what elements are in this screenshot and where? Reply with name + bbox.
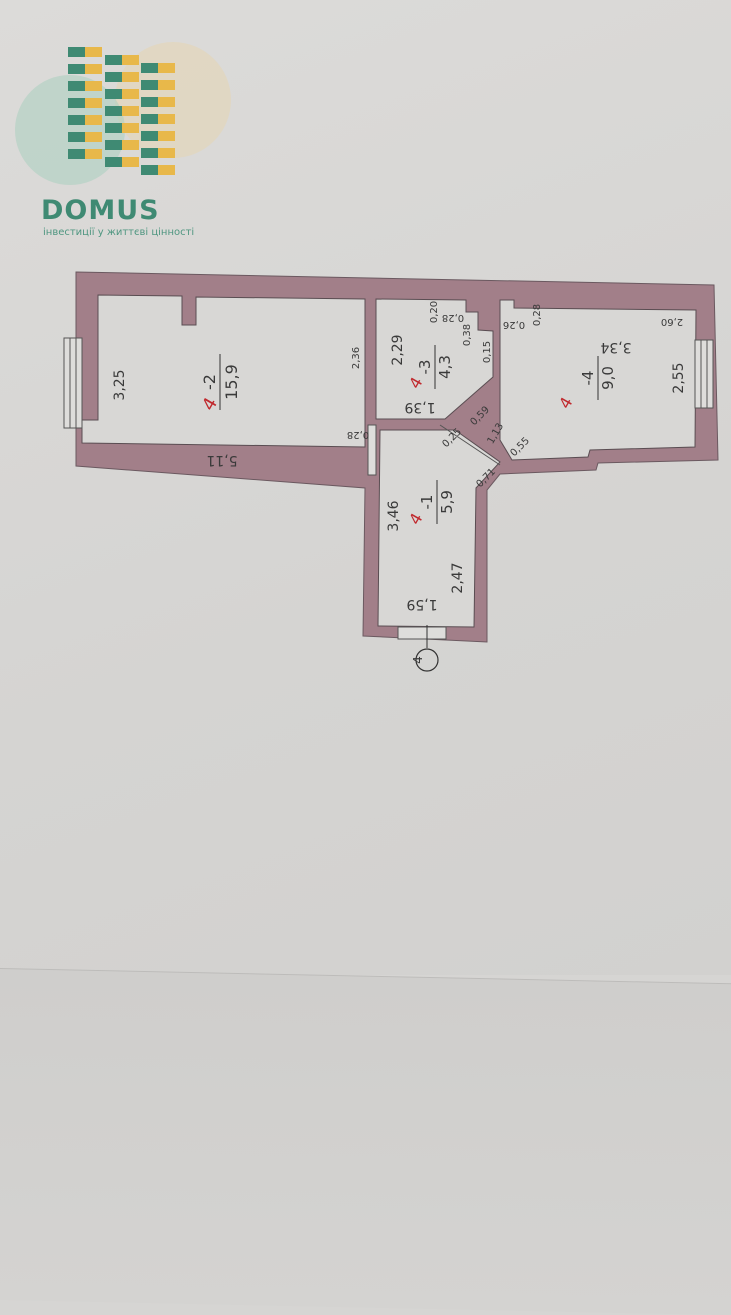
logo-block [158,63,175,73]
dim-label: 1,59 [406,596,437,612]
logo-block [85,64,102,74]
domus-logo: DOMUS інвестиції у життєві цінності [8,25,233,238]
logo-block [105,123,122,133]
dim-label: 2,36 [351,347,362,369]
logo-block [122,157,139,167]
axis-marker [415,648,439,672]
window-right [694,339,714,409]
logo-buildings-icon [15,42,231,185]
logo-block [105,72,122,82]
dim-label: 2,60 [661,316,683,327]
room-2 [81,294,366,448]
logo-block [122,106,139,116]
logo-block [141,114,158,124]
dim-label: 5,11 [206,452,237,468]
dim-label: 2,55 [671,362,687,393]
dim-label: 0,15 [482,341,493,363]
dim-label: 1,39 [404,399,435,415]
logo-block [122,140,139,150]
logo-block [105,89,122,99]
logo-block [158,80,175,90]
room-1-label: -1 5,9 [418,480,456,524]
dim-label: 0,38 [462,324,473,346]
logo-block [85,115,102,125]
logo-block [158,114,175,124]
dim-label: 3,34 [600,339,631,355]
logo-block [158,148,175,158]
door-room2 [367,424,377,476]
logo-block [68,149,85,159]
logo-block [105,106,122,116]
svg-text:5,9: 5,9 [438,490,456,514]
logo-block [68,81,85,91]
dim-label: 0,28 [532,304,543,326]
svg-text:-1: -1 [418,495,436,510]
logo-block [68,98,85,108]
logo-block [141,63,158,73]
logo-block [85,81,102,91]
logo-block [122,89,139,99]
logo-block [85,98,102,108]
svg-text:-3: -3 [416,360,434,375]
window-left [63,337,83,429]
logo-block [68,64,85,74]
svg-text:4,3: 4,3 [436,355,454,379]
svg-text:9,0: 9,0 [599,366,617,390]
dim-label: 0,28 [347,429,369,440]
logo-block [85,149,102,159]
door-bottom [397,626,447,640]
logo-block [158,131,175,141]
dim-label: 0,20 [429,301,440,323]
room-1 [377,429,501,628]
logo-block [68,47,85,57]
logo-block [68,132,85,142]
axis-marker-label: 4 [411,656,425,664]
room-2-label: -2 15,9 [200,354,241,410]
logo-brand: DOMUS [41,195,160,226]
dim-label: 3,46 [386,500,402,531]
logo-block [158,165,175,175]
dim-label: 3,25 [112,369,128,400]
logo-block [85,132,102,142]
logo-block [122,123,139,133]
room-4-label: -4 9,0 [579,356,617,400]
dim-label: 0,28 [442,312,464,323]
logo-block [141,148,158,158]
logo-block [158,97,175,107]
logo-block [141,131,158,141]
logo-block [141,165,158,175]
logo-block [85,47,102,57]
dim-label: 2,47 [450,562,466,593]
logo-tagline: інвестиції у життєві цінності [43,227,195,238]
logo-block [122,55,139,65]
logo-block [105,55,122,65]
svg-text:15,9: 15,9 [222,364,241,400]
dim-label: 0,26 [503,319,525,330]
logo-block [122,72,139,82]
room-3-label: -3 4,3 [416,345,454,389]
logo-block [68,115,85,125]
logo-block [141,97,158,107]
logo-block [105,140,122,150]
svg-text:-2: -2 [200,374,219,390]
svg-text:-4: -4 [579,371,597,386]
logo-block [105,157,122,167]
logo-block [141,80,158,90]
dim-label: 2,29 [390,334,406,365]
